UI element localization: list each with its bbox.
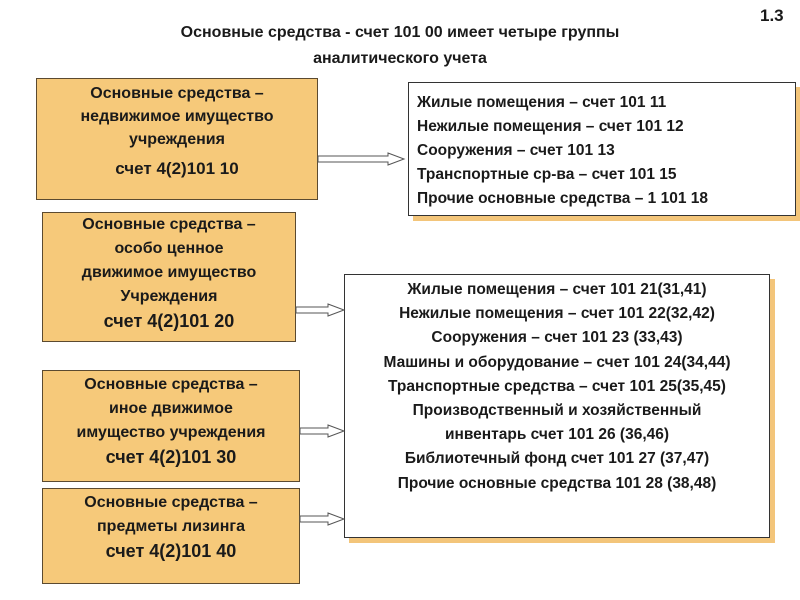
- group-account: счет 4(2)101 40: [105, 541, 237, 561]
- account-list-item: Сооружения – счет 101 23 (33,43): [431, 329, 683, 347]
- group-box-real-estate: Основные средства – недвижимое имущество…: [36, 78, 318, 200]
- account-list-item: Прочие основные средства 101 28 (38,48): [397, 474, 717, 492]
- account-list-item: Сооружения – счет 101 13: [417, 142, 615, 159]
- arrow-group2-to-list2: [295, 303, 346, 317]
- group-label-line: Учреждения: [120, 288, 218, 305]
- arrow-group3-to-list2: [299, 424, 346, 438]
- group-box-leasing: Основные средства – предметы лизинга сче…: [42, 488, 300, 584]
- group-label-line: движимое имущество: [81, 264, 257, 281]
- account-list-item: Библиотечный фонд счет 101 27 (37,47): [404, 450, 710, 468]
- group-label-line: Основные средства –: [82, 216, 256, 233]
- account-list-item: Нежилые помещения – счет 101 12: [417, 118, 684, 135]
- group-label-line: имущество учреждения: [76, 424, 266, 441]
- group-account: счет 4(2)101 20: [103, 311, 235, 331]
- group-label-line: Основные средства –: [84, 494, 258, 511]
- arrow-group4-to-list2: [299, 512, 346, 526]
- group-box-especially-valuable: Основные средства – особо ценное движимо…: [42, 212, 296, 342]
- group-label-line: Основные средства –: [90, 85, 264, 102]
- account-list-item: Жилые помещения – счет 101 11: [417, 94, 667, 111]
- group-account: счет 4(2)101 10: [115, 159, 239, 178]
- account-list-item: Машины и оборудование – счет 101 24(34,4…: [383, 353, 731, 371]
- slide-number: 1.3: [760, 6, 784, 25]
- account-list-movable: Жилые помещения – счет 101 21(31,41) Неж…: [344, 274, 770, 538]
- account-list-item: Транспортные средства – счет 101 25(35,4…: [388, 377, 726, 395]
- group-label-line: особо ценное: [114, 240, 224, 257]
- title-line-2: аналитического учета: [313, 50, 487, 67]
- group-label-line: Основные средства –: [84, 376, 258, 393]
- account-list-item: Прочие основные средства – 1 101 18: [417, 190, 708, 207]
- group-account: счет 4(2)101 30: [105, 447, 237, 467]
- group-label-line: предметы лизинга: [97, 518, 245, 535]
- account-list-item: Транспортные ср-ва – счет 101 15: [417, 166, 677, 183]
- account-list-item: Производственный и хозяйственный: [412, 402, 702, 420]
- account-list-real-estate: Жилые помещения – счет 101 11 Нежилые по…: [408, 82, 796, 216]
- arrow-group1-to-list1: [317, 152, 406, 166]
- group-label-line: недвижимое имущество: [80, 108, 274, 125]
- account-list-item: инвентарь счет 101 26 (36,46): [444, 426, 670, 444]
- page-title: Основные средства - счет 101 00 имеет че…: [90, 20, 710, 72]
- account-list-item: Нежилые помещения – счет 101 22(32,42): [399, 305, 715, 323]
- group-label-line: учреждения: [129, 131, 225, 148]
- account-list-item: Жилые помещения – счет 101 21(31,41): [407, 281, 707, 298]
- title-line-1: Основные средства - счет 101 00 имеет че…: [180, 24, 620, 41]
- group-box-other-movable: Основные средства – иное движимое имущес…: [42, 370, 300, 482]
- group-label-line: иное движимое: [109, 400, 233, 417]
